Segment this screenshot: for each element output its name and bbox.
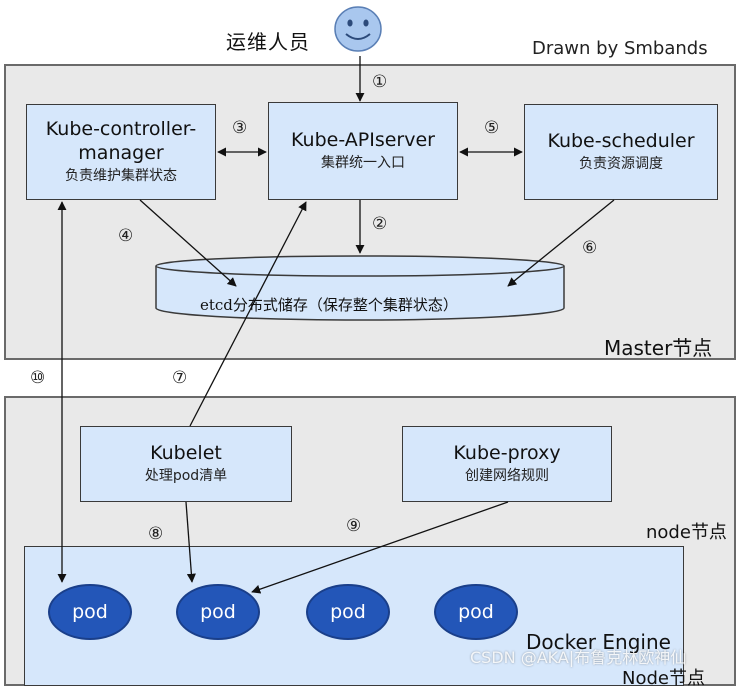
step-10: ⑩ [30,368,46,388]
kube-controller-manager-box: Kube-controller- manager 负责维护集群状态 [26,104,216,200]
kubelet-subtitle: 处理pod清单 [144,468,228,484]
arrow-8 [185,501,196,583]
proxy-subtitle: 创建网络规则 [465,468,549,484]
kube-scheduler-box: Kube-scheduler 负责资源调度 [524,104,718,200]
master-node-label: Master节点 [604,336,713,360]
kubelet-title: Kubelet [150,442,222,464]
step-1: ① [372,72,388,92]
etcd-label: etcd分布式储存（保存整个集群状态） [200,296,458,314]
node-label: node节点 [646,522,727,543]
step-6: ⑥ [582,238,598,258]
step-7: ⑦ [172,368,188,388]
proxy-title: Kube-proxy [453,442,561,464]
step-3: ③ [232,118,248,138]
scheduler-subtitle: 负责资源调度 [579,156,663,172]
controller-title-line2: manager [78,142,164,164]
etcd-cylinder [154,254,566,322]
kubelet-box: Kubelet 处理pod清单 [80,426,292,502]
watermark: CSDN @AKA|布鲁克林欧神仙 [470,648,687,667]
credit-text: Drawn by Smbands [532,38,708,59]
pod-3: pod [306,584,390,640]
pod-2: pod [176,584,260,640]
step-8: ⑧ [148,524,164,544]
arrow-6 [507,199,615,287]
step-9: ⑨ [346,516,362,536]
kube-apiserver-box: Kube-APIserver 集群统一入口 [268,102,458,200]
arrow-7 [189,201,307,427]
arrow-4 [139,199,237,287]
step-2: ② [372,214,388,234]
pod-4: pod [434,584,518,640]
controller-subtitle: 负责维护集群状态 [65,168,177,184]
ops-label: 运维人员 [226,30,310,54]
apiserver-subtitle: 集群统一入口 [321,155,405,171]
docker-engine-label: Docker Engine [526,630,671,654]
controller-title-line1: Kube-controller- [45,118,197,140]
step-4: ④ [118,226,134,246]
apiserver-title: Kube-APIserver [291,129,435,151]
smiley-icon [332,4,384,54]
step-5: ⑤ [484,118,500,138]
kube-proxy-box: Kube-proxy 创建网络规则 [402,426,612,502]
pod-1: pod [48,584,132,640]
arrow-9 [251,501,509,594]
connector-arrows [57,56,615,594]
scheduler-title: Kube-scheduler [547,130,695,152]
